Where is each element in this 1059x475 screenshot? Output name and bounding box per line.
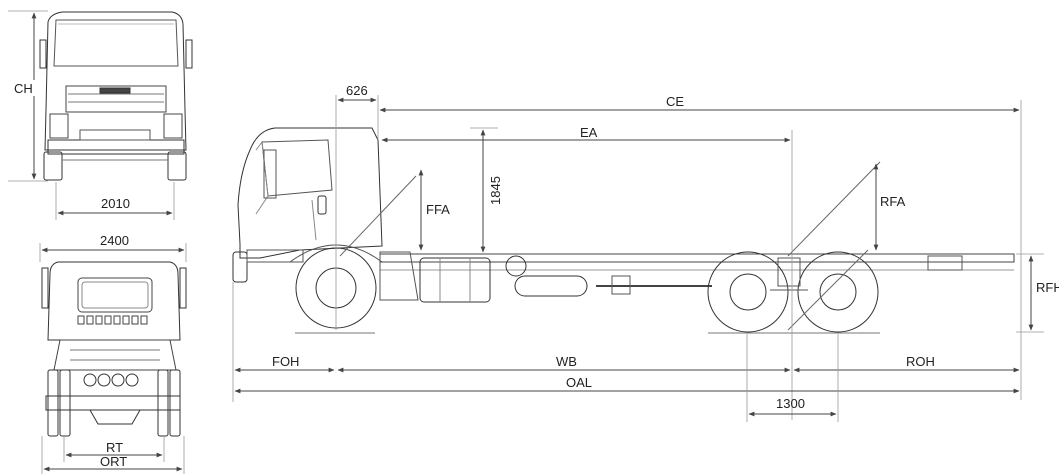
ce-dimension: CE (379, 94, 1022, 400)
cab-height-dimension: 1845 (470, 127, 503, 253)
wb-label: WB (556, 354, 577, 369)
ea-dimension: EA (381, 125, 793, 420)
overall-width-dimension: 2400 (39, 233, 187, 262)
ea-label: EA (580, 125, 598, 140)
rfh-label: RFH (1036, 280, 1059, 295)
foh-label: FOH (272, 354, 299, 369)
ch-label: CH (14, 81, 33, 96)
ffa-dimension: FFA (418, 169, 450, 251)
front-width-label: 2010 (101, 196, 130, 211)
oal-label: OAL (566, 375, 592, 390)
cab-height-label: 1845 (488, 176, 503, 205)
oal-dimension: OAL (234, 375, 1020, 394)
rt-label: RT (106, 440, 123, 455)
side-view (232, 127, 1015, 334)
ort-label: ORT (100, 454, 127, 469)
roh-label: ROH (906, 354, 935, 369)
wb-dimension: WB (337, 354, 791, 373)
rear-view (41, 261, 187, 437)
foh-dimension: FOH (232, 282, 335, 402)
front-width-dimension: 2010 (55, 182, 175, 220)
cab-offset-dimension: 626 (335, 83, 379, 330)
overall-width-label: 2400 (100, 233, 129, 248)
tandem-spacing-label: 1300 (776, 396, 805, 411)
ce-label: CE (666, 94, 684, 109)
tandem-spacing-dimension: 1300 (746, 334, 839, 422)
front-view (39, 11, 193, 181)
rfh-dimension: RFH (1016, 253, 1059, 333)
rfa-label: RFA (880, 194, 906, 209)
ch-dimension: CH (8, 10, 48, 182)
roh-dimension: ROH (793, 354, 1020, 373)
ffa-label: FFA (426, 202, 450, 217)
rfa-dimension: RFA (873, 163, 906, 251)
ort-dimension: ORT (41, 436, 185, 474)
cab-offset-label: 626 (346, 83, 368, 98)
rt-dimension: RT (63, 436, 165, 462)
